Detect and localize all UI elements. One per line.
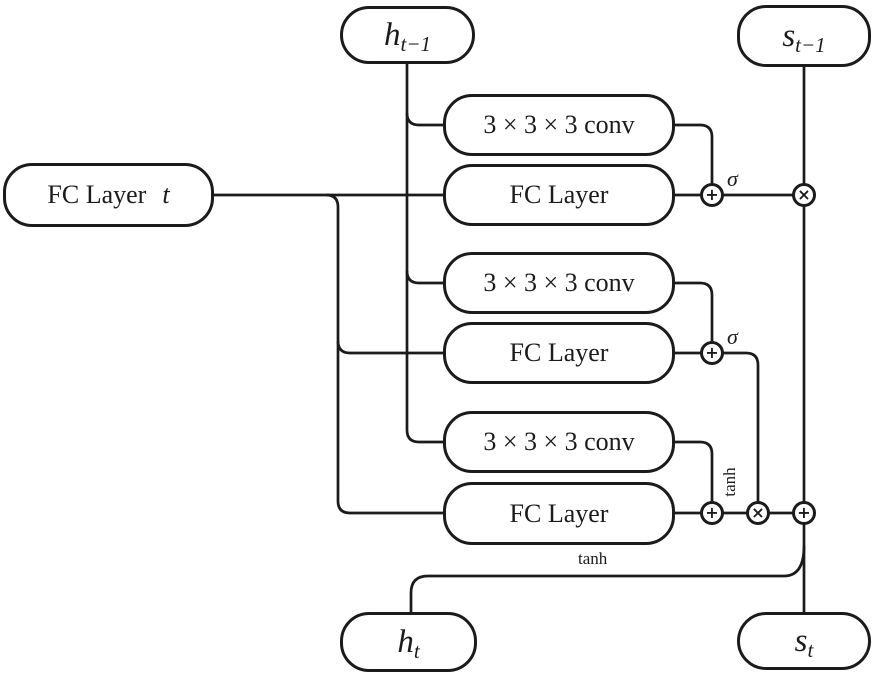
node-fc-3-label: FC Layer [509,498,609,528]
node-fc-2-label: FC Layer [509,338,609,367]
node-h-out-label: ht [397,623,420,663]
node-h-prev: ht−1 [340,6,475,64]
node-conv-1-label: 3 × 3 × 3 conv [483,110,635,139]
wire-conv2-add2 [675,281,714,353]
wire-hprev-trunk [405,64,443,444]
node-conv-2-label: 3 × 3 × 3 conv [483,268,635,297]
node-fc-3: FC Layer [443,482,675,545]
node-s-out: st [737,612,871,670]
sigma-label-row1: σ [727,166,738,191]
times-glyph: × [751,502,765,522]
node-s-prev-label: st−1 [782,17,826,57]
plus-glyph: + [705,342,719,362]
plus-operator-row2: + [700,341,724,365]
node-fc-1-label: FC Layer [509,180,609,209]
times-operator-row3: × [746,501,770,525]
wire-hprev-conv2 [405,270,443,285]
plus-glyph: + [797,502,811,522]
node-conv-3-label: 3 × 3 × 3 conv [483,427,635,456]
node-s-prev: st−1 [737,5,871,67]
wire-fct-fc2 [336,340,443,355]
plus-glyph: + [705,184,719,204]
plus-operator-state: + [792,501,816,525]
node-s-out-label: st [794,622,814,662]
node-fc-1: FC Layer [443,164,675,226]
tanh-label-row3: tanh [720,467,739,497]
node-conv-3: 3 × 3 × 3 conv [443,411,675,473]
node-fc-2: FC Layer [443,322,675,384]
sigma-label-row2: σ [727,324,738,349]
node-conv-2: 3 × 3 × 3 conv [443,252,675,314]
wire-conv1-add1 [675,123,714,195]
node-conv-1: 3 × 3 × 3 conv [443,94,675,156]
wire-hprev-conv1 [405,112,443,127]
tanh-label-output: tanh [578,549,608,568]
node-h-prev-label: ht−1 [383,16,431,56]
wire-tanh-hout [409,545,806,612]
wire-add2-mul2 [720,351,760,513]
times-operator-row1: × [792,183,816,207]
node-h-out: ht [340,612,477,672]
plus-glyph: + [705,502,719,522]
wire-fct-fc3 [325,193,443,515]
plus-operator-row3: + [700,501,724,525]
plus-operator-row1: + [700,183,724,207]
times-glyph: × [797,184,811,204]
wire-conv3-add3 [675,440,714,513]
